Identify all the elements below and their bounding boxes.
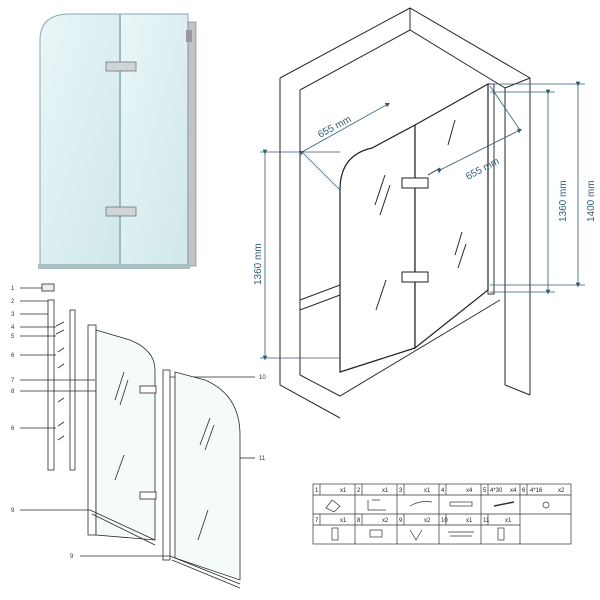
callout-8: 8 <box>11 389 15 395</box>
part-num-10: 10 <box>441 518 448 524</box>
callout-11: 11 <box>259 456 266 462</box>
product-render <box>38 13 197 269</box>
callout-6b: 6 <box>11 426 15 432</box>
part-qty-4: x4 <box>466 488 473 494</box>
part-qty-11: x1 <box>505 518 512 524</box>
panel-part-icon <box>497 527 505 541</box>
part-qty-5: x4 <box>510 488 517 494</box>
callout-6a: 6 <box>11 353 15 359</box>
callout-10: 10 <box>259 375 266 381</box>
dim-height-total: 1400 mm <box>586 180 597 222</box>
part-num-8: 8 <box>357 518 361 524</box>
part-qty-6: x2 <box>558 488 565 494</box>
callout-2: 2 <box>11 299 15 305</box>
callout-5: 5 <box>11 334 15 340</box>
part-size-5: 4*30 <box>490 488 503 494</box>
hinge-icon <box>105 206 137 217</box>
part-num-1: 1 <box>315 488 319 494</box>
part-num-4: 4 <box>441 488 445 494</box>
callout-7: 7 <box>11 378 15 384</box>
dim-width-left: 655 mm <box>316 114 353 141</box>
magnetic-strip-icon <box>448 531 474 537</box>
room-diagram <box>279 7 531 419</box>
part-num-11: 11 <box>483 518 490 524</box>
part-qty-7: x1 <box>340 518 347 524</box>
part-num-3: 3 <box>399 488 403 494</box>
bracket-icon <box>367 499 386 511</box>
callout-9a: 9 <box>11 508 15 514</box>
part-qty-10: x1 <box>466 518 473 524</box>
part-qty-2: x1 <box>382 488 389 494</box>
exploded-view <box>20 283 255 589</box>
part-num-7: 7 <box>315 518 319 524</box>
dim-height-inner: 1360 mm <box>558 180 569 222</box>
screw-short-icon <box>542 501 550 509</box>
profile-icon <box>331 527 339 541</box>
part-size-6: 4*16 <box>530 488 543 494</box>
part-num-2: 2 <box>357 488 361 494</box>
callout-4: 4 <box>11 325 15 331</box>
hinge-icon <box>105 61 137 72</box>
part-qty-9: x2 <box>424 518 431 524</box>
part-num-9: 9 <box>399 518 403 524</box>
part-num-6: 6 <box>522 488 526 494</box>
part-qty-1: x1 <box>340 488 347 494</box>
part-qty-3: x1 <box>424 488 431 494</box>
part-num-5: 5 <box>483 488 487 494</box>
callout-labels: 1 2 3 4 5 6 7 8 6 9 10 11 9 <box>11 286 266 560</box>
wall-plug-icon <box>449 501 473 507</box>
callout-9b: 9 <box>70 554 74 560</box>
seal-strip-icon <box>409 501 433 507</box>
end-cap-icon <box>325 499 341 513</box>
callout-3: 3 <box>11 312 15 318</box>
hinge-part-icon <box>369 529 383 538</box>
part-qty-8: x2 <box>382 518 389 524</box>
dim-height-left: 1360 mm <box>253 243 264 285</box>
screw-long-icon <box>493 501 515 507</box>
parts-table: 1 x1 2 x1 3 x1 4 x4 5 4*30 x4 6 4*16 x2 … <box>312 483 572 545</box>
callout-1: 1 <box>11 286 15 292</box>
dimension-lines <box>260 81 585 361</box>
seal-9-icon <box>409 529 423 541</box>
